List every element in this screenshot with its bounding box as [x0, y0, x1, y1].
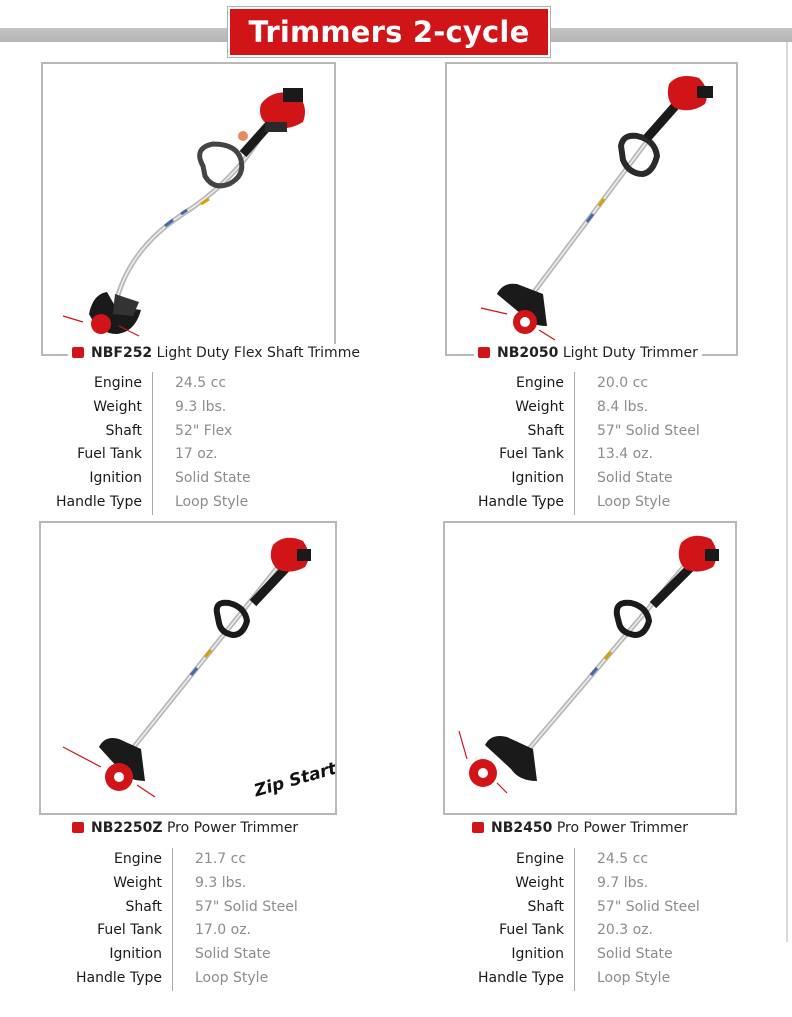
- page-title: Trimmers 2-cycle: [228, 7, 550, 57]
- model-number: NB2050: [497, 345, 559, 361]
- product-caption-nbf252: NBF252 Light Duty Flex Shaft Trimme: [68, 344, 364, 362]
- trimmer-illustration: [458, 535, 719, 794]
- trimmer-illustration: [480, 76, 713, 341]
- product-image-nb2450: [443, 521, 737, 815]
- model-number: NB2450: [491, 820, 553, 836]
- model-description: Pro Power Trimmer: [166, 820, 299, 836]
- trimmer-illustration: [62, 88, 305, 337]
- product-image-nb2250z: Zip Start!: [39, 521, 337, 815]
- model-number: NB2250Z: [91, 820, 163, 836]
- product-image-nbf252: [41, 62, 336, 356]
- product-caption-nb2450: NB2450 Pro Power Trimmer: [468, 819, 693, 837]
- right-edge-rule: [786, 42, 788, 942]
- red-square-bullet-icon: [472, 822, 484, 833]
- trimmer-illustration: [62, 537, 311, 798]
- product-caption-nb2250z: NB2250Z Pro Power Trimmer: [68, 819, 303, 837]
- red-square-bullet-icon: [72, 822, 84, 833]
- red-square-bullet-icon: [72, 347, 84, 358]
- red-square-bullet-icon: [478, 347, 490, 358]
- product-caption-nb2050: NB2050 Light Duty Trimmer: [474, 344, 702, 362]
- product-image-nb2050: [445, 62, 738, 356]
- model-description: Light Duty Flex Shaft Trimme: [156, 345, 360, 361]
- model-number: NBF252: [91, 345, 153, 361]
- model-description: Pro Power Trimmer: [556, 820, 689, 836]
- model-description: Light Duty Trimmer: [562, 345, 698, 361]
